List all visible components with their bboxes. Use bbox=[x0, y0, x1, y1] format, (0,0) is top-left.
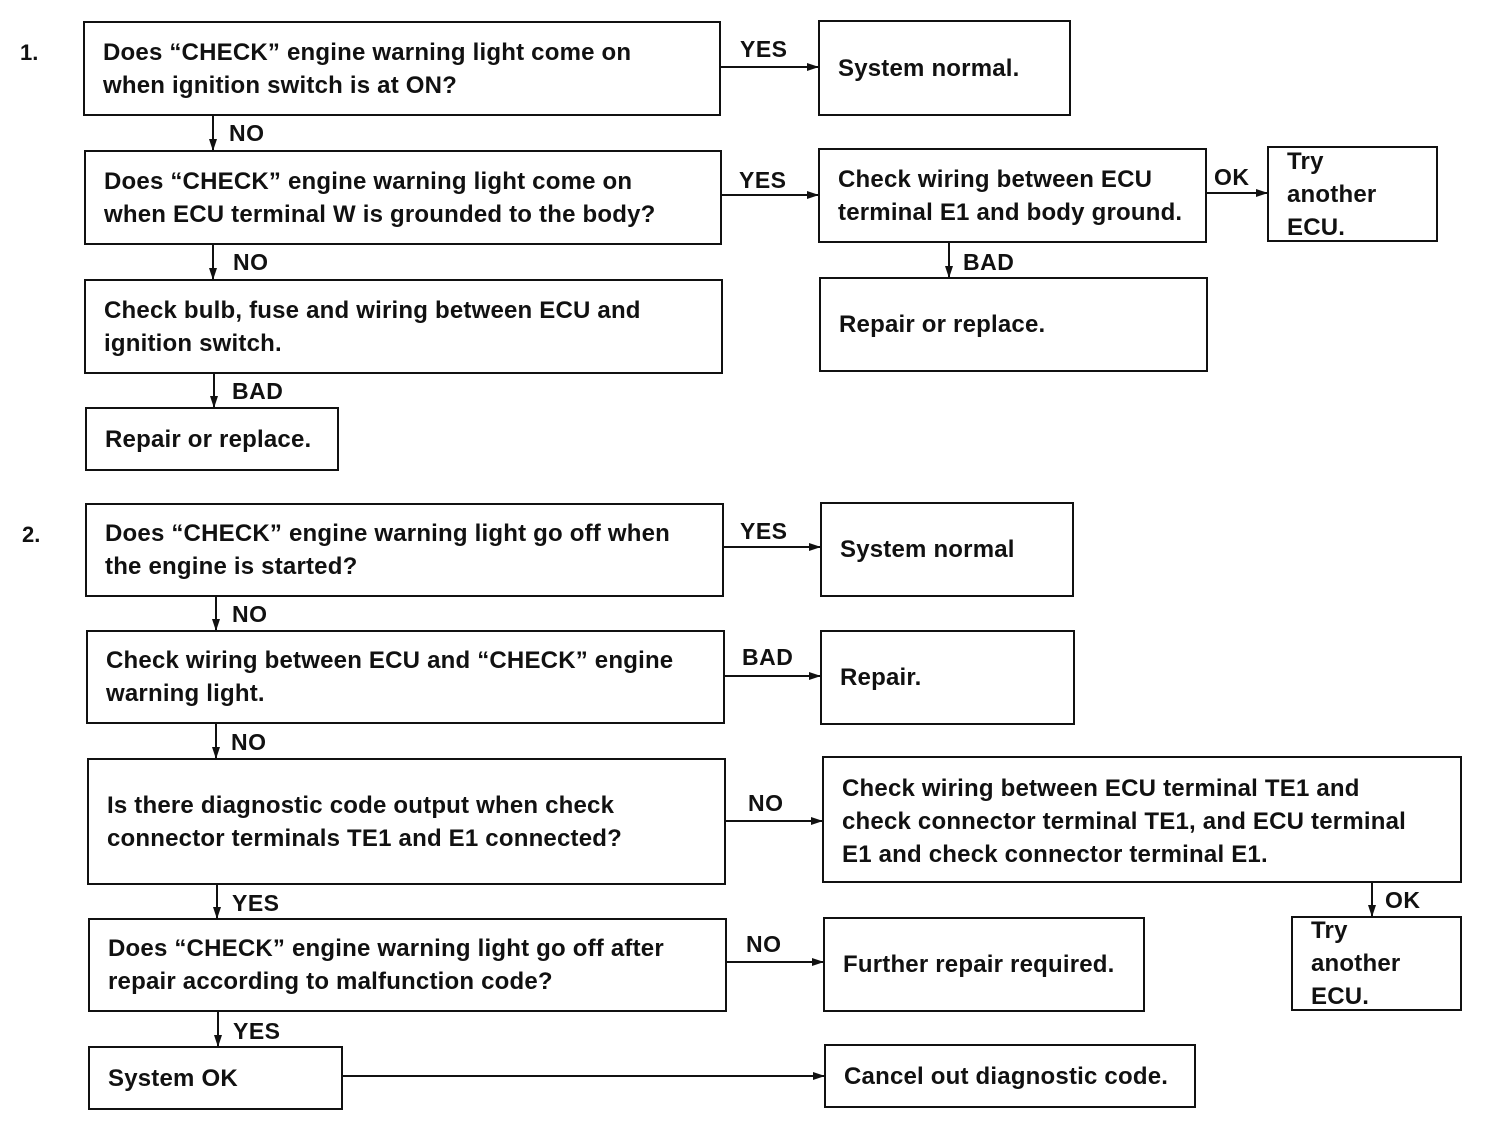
s2-label-wiring-bad: BAD bbox=[742, 644, 794, 670]
s2-system-ok: System OK bbox=[88, 1046, 343, 1110]
s2-question-after-repair: Does “CHECK” engine warning light go off… bbox=[88, 918, 727, 1012]
s1-question-terminal-w: Does “CHECK” engine warning light come o… bbox=[84, 150, 722, 245]
s1-check-e1-wiring: Check wiring between ECU terminal E1 and… bbox=[818, 148, 1207, 243]
s1-repair-or-replace-left: Repair or replace. bbox=[85, 407, 339, 471]
s1-try-another-ecu: Try another ECU. bbox=[1267, 146, 1438, 242]
s2-label-after-yes: YES bbox=[233, 1018, 281, 1044]
s1-label-e1-bad: BAD bbox=[963, 249, 1015, 275]
section-1-number: 1. bbox=[20, 40, 39, 65]
s1-repair-or-replace-right: Repair or replace. bbox=[819, 277, 1208, 372]
s1-label-q2-yes: YES bbox=[739, 167, 787, 193]
s2-label-diag-no: NO bbox=[748, 790, 784, 816]
s2-label-te1-ok: OK bbox=[1385, 887, 1421, 913]
s2-label-wiring-no: NO bbox=[231, 729, 267, 755]
s2-label-q1-no: NO bbox=[232, 601, 268, 627]
s1-system-normal: System normal. bbox=[818, 20, 1071, 116]
s2-check-te1-e1-wiring: Check wiring between ECU terminal TE1 an… bbox=[822, 756, 1462, 883]
s2-label-diag-yes: YES bbox=[232, 890, 280, 916]
s2-label-after-no: NO bbox=[746, 931, 782, 957]
s1-label-q2-no: NO bbox=[233, 249, 269, 275]
s2-try-another-ecu: Try another ECU. bbox=[1291, 916, 1462, 1011]
s2-repair: Repair. bbox=[820, 630, 1075, 725]
s2-further-repair-required: Further repair required. bbox=[823, 917, 1145, 1012]
s2-question-diagnostic-output: Is there diagnostic code output when che… bbox=[87, 758, 726, 885]
section-2-number: 2. bbox=[22, 522, 41, 547]
s1-label-e1-ok: OK bbox=[1214, 164, 1250, 190]
s1-label-q1-no: NO bbox=[229, 120, 265, 146]
s2-question-engine-started: Does “CHECK” engine warning light go off… bbox=[85, 503, 724, 597]
s1-check-bulb-fuse: Check bulb, fuse and wiring between ECU … bbox=[84, 279, 723, 374]
s2-cancel-diagnostic-code: Cancel out diagnostic code. bbox=[824, 1044, 1196, 1108]
s1-question-ignition: Does “CHECK” engine warning light come o… bbox=[83, 21, 721, 116]
s2-label-q1-yes: YES bbox=[740, 518, 788, 544]
s1-label-bulb-bad: BAD bbox=[232, 378, 284, 404]
s2-system-normal: System normal bbox=[820, 502, 1074, 597]
s1-label-q1-yes: YES bbox=[740, 36, 788, 62]
s2-check-check-light-wiring: Check wiring between ECU and “CHECK” eng… bbox=[86, 630, 725, 724]
